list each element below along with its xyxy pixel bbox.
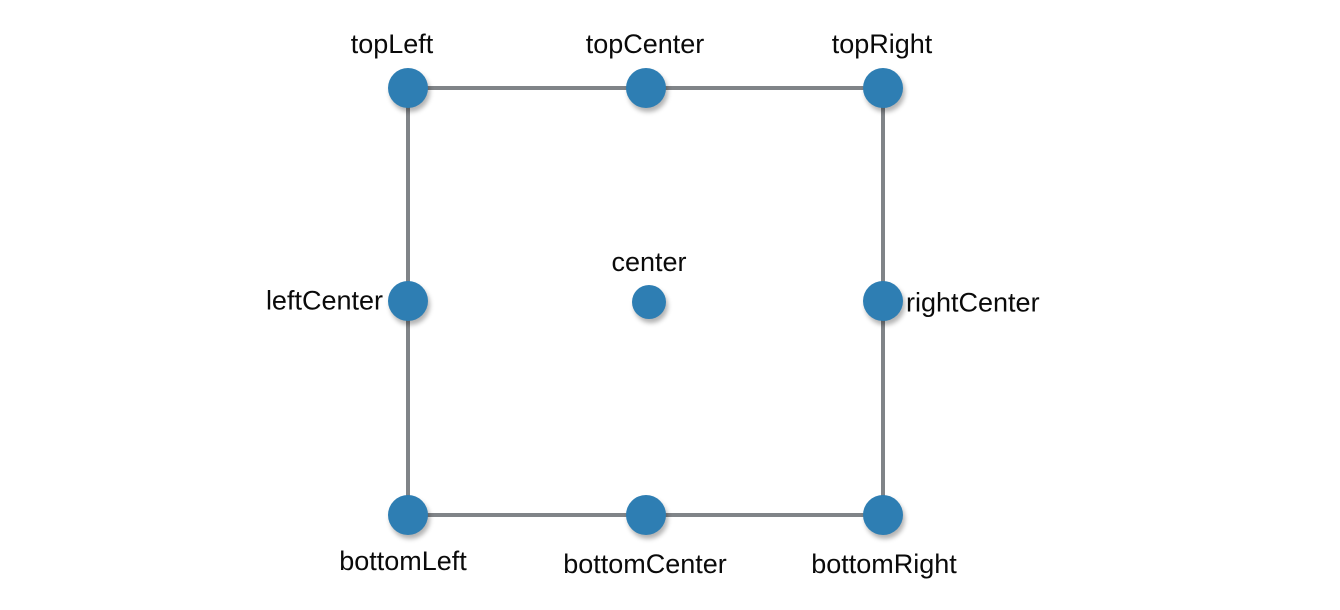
node-label-bottomCenter: bottomCenter [563, 549, 727, 579]
diagram-node-topRight[interactable] [863, 68, 903, 108]
node-label-rightCenter: rightCenter [906, 287, 1040, 318]
diagram-node-bottomCenter[interactable] [626, 495, 666, 535]
diagram-node-topCenter[interactable] [626, 68, 666, 108]
node-label-bottomRight: bottomRight [811, 549, 957, 579]
diagram-node-center[interactable] [632, 285, 666, 319]
node-label-topRight: topRight [831, 29, 933, 59]
diagram-node-topLeft[interactable] [388, 68, 428, 108]
node-label-bottomLeft: bottomLeft [339, 546, 467, 576]
diagram-node-leftCenter[interactable] [388, 281, 428, 321]
diagram-node-bottomLeft[interactable] [388, 495, 428, 535]
node-label-center: center [611, 247, 687, 277]
diagram-node-bottomRight[interactable] [863, 495, 903, 535]
node-label-topCenter: topCenter [585, 29, 705, 59]
diagram-node-rightCenter[interactable] [863, 281, 903, 321]
node-label-topLeft: topLeft [350, 29, 434, 59]
node-label-leftCenter: leftCenter [265, 285, 383, 316]
